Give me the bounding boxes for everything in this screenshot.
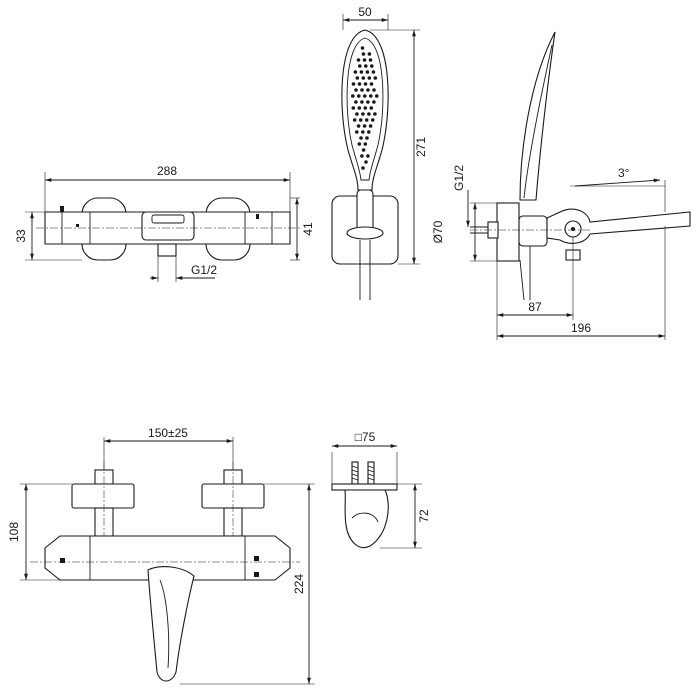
spray-nozzle bbox=[367, 76, 372, 80]
dim-label-72: 72 bbox=[417, 509, 431, 523]
spray-nozzle bbox=[357, 82, 362, 86]
spray-nozzle bbox=[352, 118, 357, 122]
spray-nozzle bbox=[365, 136, 369, 140]
spray-nozzle bbox=[364, 118, 369, 122]
spray-nozzle bbox=[364, 64, 368, 68]
spray-nozzle bbox=[357, 106, 362, 110]
spray-nozzle bbox=[359, 70, 364, 74]
top-mixer-body bbox=[44, 535, 291, 581]
spray-nozzle bbox=[359, 136, 363, 140]
spray-nozzles bbox=[351, 46, 379, 170]
spray-nozzle bbox=[370, 118, 375, 122]
spray-nozzle bbox=[362, 58, 367, 62]
spray-nozzle bbox=[362, 124, 367, 128]
side-view: 3° Ø70 G1/2 87 196 bbox=[431, 31, 691, 340]
spray-nozzle bbox=[355, 112, 359, 116]
dim-label-224: 224 bbox=[292, 574, 306, 594]
spray-nozzle bbox=[351, 106, 356, 110]
spray-nozzle bbox=[351, 94, 355, 98]
spray-nozzle bbox=[367, 52, 372, 56]
spray-nozzle bbox=[368, 124, 373, 128]
spray-nozzle bbox=[361, 166, 365, 170]
left-flange bbox=[71, 483, 135, 509]
spray-nozzle bbox=[357, 142, 362, 146]
detail-holder bbox=[344, 489, 389, 548]
side-wall-plate bbox=[496, 202, 520, 262]
spray-nozzle bbox=[361, 148, 366, 152]
spray-nozzle bbox=[356, 124, 361, 128]
spray-nozzle bbox=[363, 106, 368, 110]
spray-nozzle bbox=[368, 58, 373, 62]
detail-wall-plate bbox=[331, 483, 398, 491]
front-view: 288 G1/2 33 41 bbox=[14, 164, 315, 282]
spray-nozzle bbox=[372, 88, 376, 92]
spray-nozzle bbox=[369, 82, 374, 86]
spray-nozzle bbox=[354, 100, 358, 104]
top-view: 150±25 108 224 bbox=[7, 426, 315, 685]
spray-nozzle bbox=[369, 106, 374, 110]
spray-nozzle bbox=[361, 76, 366, 80]
spray-nozzle bbox=[369, 94, 373, 98]
dim-label-33: 33 bbox=[14, 229, 28, 243]
spray-nozzle bbox=[360, 46, 365, 50]
spray-nozzle bbox=[370, 64, 374, 68]
spray-nozzle bbox=[366, 154, 370, 158]
spray-nozzle bbox=[373, 112, 377, 116]
dim-label-square: □75 bbox=[355, 430, 376, 444]
spray-nozzle bbox=[360, 88, 364, 92]
side-spout bbox=[546, 208, 691, 244]
spray-nozzle bbox=[355, 76, 360, 80]
dim-label-196: 196 bbox=[571, 321, 591, 335]
spray-nozzle bbox=[361, 52, 366, 56]
spray-nozzle bbox=[366, 88, 370, 92]
dim-label-angle: 3° bbox=[618, 166, 630, 180]
dim-label-50: 50 bbox=[358, 5, 372, 19]
spray-nozzle bbox=[367, 112, 371, 116]
dim-label-288: 288 bbox=[157, 164, 177, 178]
spray-nozzle bbox=[358, 64, 362, 68]
spray-nozzle bbox=[371, 70, 376, 74]
spray-nozzle bbox=[358, 118, 363, 122]
spray-nozzle bbox=[356, 58, 361, 62]
spray-nozzle bbox=[375, 94, 379, 98]
spray-nozzle bbox=[357, 94, 361, 98]
spray-nozzle bbox=[355, 130, 359, 134]
spray-nozzle bbox=[363, 82, 368, 86]
spray-nozzle bbox=[363, 142, 368, 146]
hand-shower-view: 50 271 bbox=[331, 5, 428, 300]
spray-nozzle bbox=[353, 70, 358, 74]
spray-nozzle bbox=[361, 112, 365, 116]
dim-label-spacing: 150±25 bbox=[148, 426, 188, 440]
spray-nozzle bbox=[363, 94, 367, 98]
spray-nozzle bbox=[373, 76, 378, 80]
spray-nozzle bbox=[361, 130, 365, 134]
spray-nozzle bbox=[360, 154, 364, 158]
spray-nozzle bbox=[366, 100, 370, 104]
dim-label-108: 108 bbox=[7, 522, 21, 542]
spray-nozzle bbox=[365, 70, 370, 74]
dim-label-front-thread: G1/2 bbox=[191, 263, 217, 277]
dim-label-diameter: Ø70 bbox=[431, 220, 445, 243]
spray-nozzle bbox=[360, 100, 364, 104]
spray-nozzle bbox=[354, 88, 358, 92]
spray-nozzle bbox=[367, 130, 371, 134]
top-spout bbox=[147, 566, 195, 682]
spray-nozzle bbox=[372, 100, 376, 104]
dim-label-271: 271 bbox=[414, 137, 428, 157]
fixing-screws bbox=[351, 461, 375, 485]
dim-label-87: 87 bbox=[528, 300, 542, 314]
spray-nozzle bbox=[351, 82, 356, 86]
dim-label-side-thread: G1/2 bbox=[452, 165, 466, 191]
diverter-handle bbox=[141, 211, 195, 241]
spray-nozzle bbox=[364, 160, 368, 164]
bracket-detail-view: □75 72 bbox=[331, 430, 431, 549]
dim-label-41: 41 bbox=[301, 222, 315, 236]
